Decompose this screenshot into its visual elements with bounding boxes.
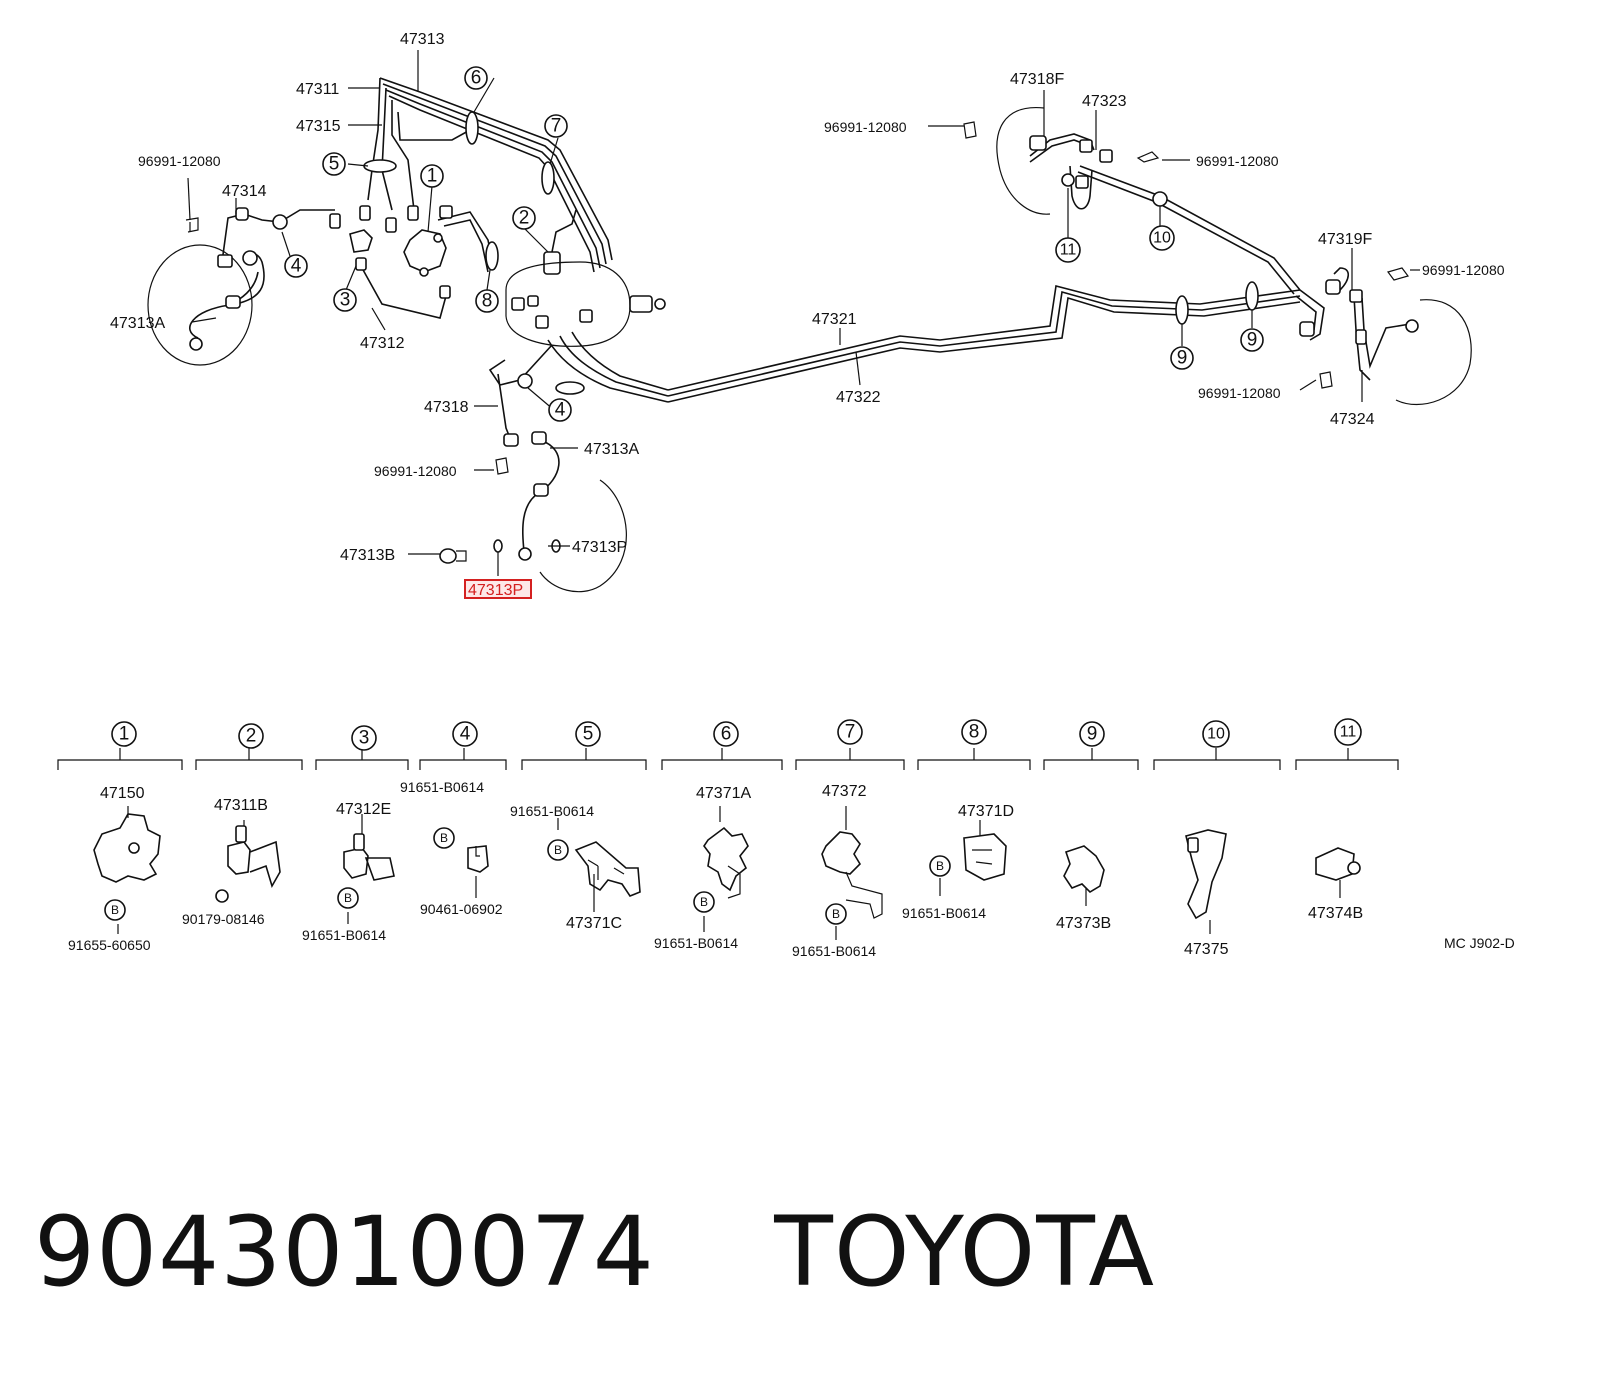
part-number: 9043010074: [34, 1196, 655, 1308]
callout-3: 3: [340, 290, 351, 311]
label-96991-12080-d: 96991-12080: [1196, 153, 1279, 169]
legend-4-bolt: 91651-B0614: [400, 779, 484, 795]
drawing-code: MC J902-D: [1444, 935, 1515, 951]
callout-4-b: 4: [555, 400, 566, 421]
leader-lines: [191, 50, 1420, 555]
legend-5-bolt: 91651-B0614: [510, 803, 594, 819]
callout-11: 11: [1060, 242, 1077, 259]
label-47312: 47312: [360, 335, 405, 352]
label-47313: 47313: [400, 31, 445, 48]
master-cylinder-area: [349, 77, 669, 447]
legend-callout-10: 10: [1207, 726, 1225, 743]
left-front-wheel: [147, 177, 341, 366]
legend-bolt-5: B: [554, 843, 562, 857]
label-96991-12080-b: 96991-12080: [374, 463, 457, 479]
label-47318: 47318: [424, 399, 469, 416]
legend-7-part: 47372: [822, 783, 867, 800]
legend-part-5-sketch: [574, 841, 641, 897]
legend-1-part: 47150: [100, 785, 145, 802]
label-47314: 47314: [222, 183, 267, 200]
legend-part-6-sketch: [703, 826, 749, 892]
legend-callout-7: 7: [845, 722, 856, 743]
legend-6-bolt: 91651-B0614: [654, 935, 738, 951]
legend-part-4-sketch: [467, 845, 489, 873]
legend-part-8-sketch: [963, 833, 1007, 881]
diagram-labels: 47313 47311 47315 96991-12080 47314 4731…: [110, 31, 1505, 599]
legend-part-9-sketch: [1063, 845, 1105, 894]
callout-circles: 1 2 3 4 4 5 6 7 8 9 9 10 11: [284, 66, 1264, 422]
label-47311: 47311: [296, 81, 339, 98]
legend-1-bolt: 91655-60650: [68, 937, 151, 953]
legend-part-3-sketch: [343, 847, 395, 881]
callout-4-a: 4: [291, 256, 302, 277]
legend-bolt-4: B: [440, 831, 448, 845]
legend-callout-5: 5: [583, 724, 594, 745]
callout-6: 6: [471, 68, 482, 89]
legend-callout-1: 1: [119, 724, 130, 745]
label-47318F: 47318F: [1010, 71, 1064, 88]
callout-8: 8: [482, 291, 493, 312]
legend-2-nut: 90179-08146: [182, 911, 265, 927]
callout-9-b: 9: [1247, 330, 1258, 351]
label-96991-12080-e: 96991-12080: [1422, 262, 1505, 278]
callout-10: 10: [1153, 230, 1171, 247]
rear-brake-lines: [667, 165, 1325, 403]
label-96991-12080-a: 96991-12080: [138, 153, 221, 169]
callout-5: 5: [329, 154, 340, 175]
caption: 9043010074 TOYOTA: [34, 1196, 1155, 1308]
callout-9-a: 9: [1177, 348, 1188, 369]
legend-6-part: 47371A: [696, 785, 751, 802]
callout-2: 2: [519, 208, 530, 229]
legend-9-part: 47373B: [1056, 915, 1111, 932]
legend-11-part: 47374B: [1308, 905, 1363, 922]
legend-callout-2: 2: [246, 726, 257, 747]
legend-8-part: 47371D: [958, 803, 1014, 820]
legend-bolt-8: B: [936, 859, 944, 873]
legend-callout-3: 3: [359, 728, 370, 749]
legend-3-bolt: 91651-B0614: [302, 927, 386, 943]
legend-7-bolt: 91651-B0614: [792, 943, 876, 959]
legend-callout-11: 11: [1340, 724, 1357, 741]
label-47324: 47324: [1330, 411, 1375, 428]
legend-row: 1 2 3 4 5 6 7 8 9 10 11: [57, 718, 1515, 959]
label-47313A-mid: 47313A: [584, 441, 639, 458]
legend-3-part: 47312E: [336, 801, 391, 818]
legend-8-bolt: 91651-B0614: [902, 905, 986, 921]
legend-bolt-1: B: [111, 903, 119, 917]
legend-part-2-sketch: [227, 840, 281, 889]
legend-bolt-7: B: [832, 907, 840, 921]
brand-name: TOYOTA: [774, 1196, 1156, 1308]
legend-4-clip: 90461-06902: [420, 901, 503, 917]
label-47323: 47323: [1082, 93, 1127, 110]
legend-callout-8: 8: [969, 722, 980, 743]
legend-callout-9: 9: [1087, 724, 1098, 745]
label-47313B: 47313B: [340, 547, 395, 564]
legend-callout-4: 4: [460, 724, 471, 745]
right-front-wheel: [963, 107, 1160, 238]
label-47313P-highlight: 47313P: [468, 582, 523, 599]
label-47313A-left: 47313A: [110, 315, 165, 332]
legend-part-11-sketch: [1315, 847, 1355, 881]
label-47321: 47321: [812, 311, 857, 328]
callout-7: 7: [551, 116, 562, 137]
label-96991-12080-f: 96991-12080: [1198, 385, 1281, 401]
legend-bolt-3: B: [344, 891, 352, 905]
highlight-box: [464, 579, 532, 599]
label-96991-12080-c: 96991-12080: [824, 119, 907, 135]
label-47315: 47315: [296, 118, 341, 135]
left-rear-wheel: [439, 431, 627, 593]
legend-5-part: 47371C: [566, 915, 622, 932]
callout-1: 1: [427, 166, 438, 187]
right-rear-wheel: [1319, 267, 1472, 406]
brake-line-diagram: 47313 47311 47315 96991-12080 47314 4731…: [57, 31, 1515, 959]
label-47319F: 47319F: [1318, 231, 1372, 248]
legend-part-1-sketch: [93, 813, 161, 883]
label-47322: 47322: [836, 389, 881, 406]
legend-bolt-6: B: [700, 895, 708, 909]
legend-10-part: 47375: [1184, 941, 1229, 958]
legend-callout-6: 6: [721, 724, 732, 745]
legend-2-part: 47311B: [214, 797, 268, 814]
legend-part-7-sketch: [821, 831, 862, 875]
label-47313P-mid: 47313P: [572, 539, 627, 556]
